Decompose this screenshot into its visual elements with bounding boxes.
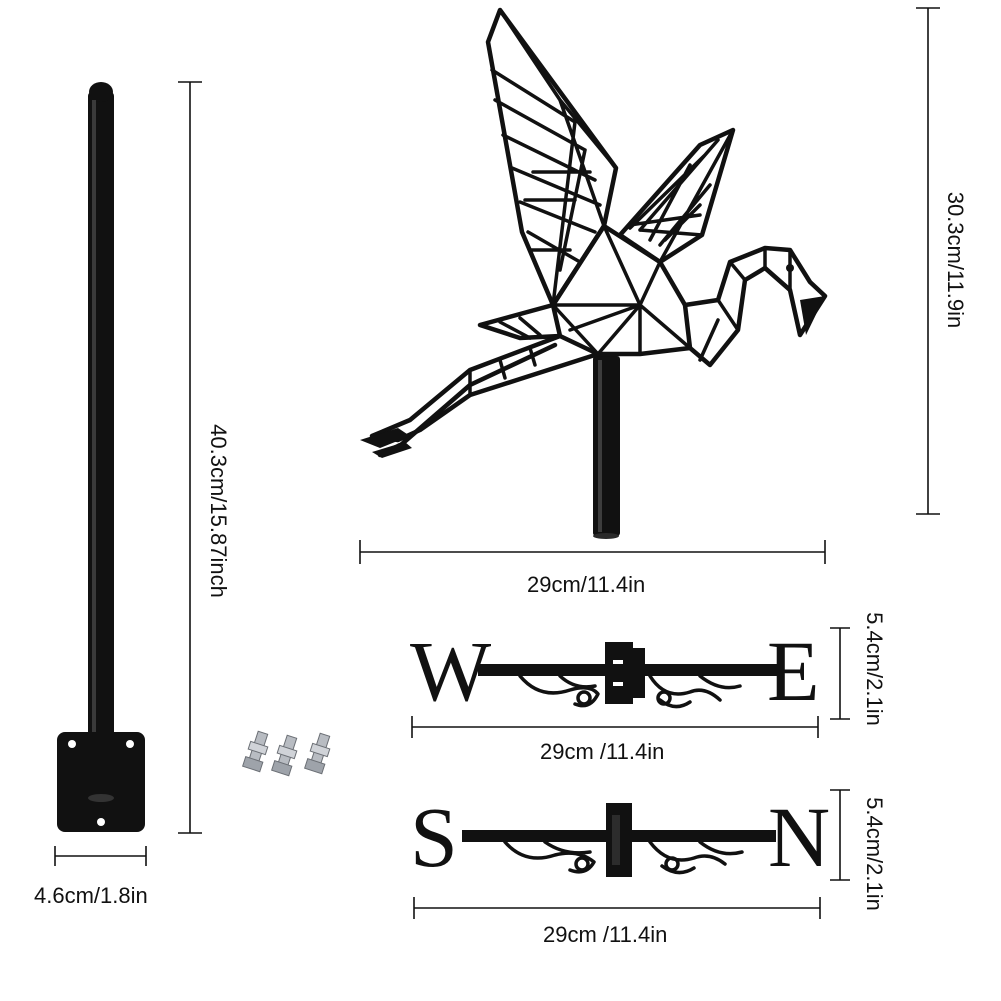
screw-2 [271,734,298,777]
sn-arm-width-dimension-line [413,897,821,919]
screw-set [242,730,331,777]
mounting-pole [57,82,145,832]
base-width-label: 4.6cm/1.8in [34,883,148,908]
sn-arm-height-dimension-line [830,789,850,881]
screw-3 [304,732,331,775]
we-arm-width-label: 29cm /11.4in [540,739,665,764]
sn-arm-width-label: 29cm /11.4in [543,922,668,947]
sn-direction-arm: S N [410,789,830,885]
we-arm-width-dimension-line [411,716,819,738]
north-letter: N [768,789,830,885]
flamingo-height-label: 30.3cm/11.9in [943,191,968,329]
flamingo-vane [360,7,828,539]
pole-height-label: 40.3cm/15.87inch [206,424,231,598]
flamingo-width-dimension-line [359,540,826,564]
screw-1 [242,730,269,773]
south-letter: S [410,789,458,885]
base-width-dimension-line [54,846,147,866]
we-arm-height-dimension-line [830,627,850,720]
flamingo-height-dimension-line [916,7,940,515]
sn-arm-height-label: 5.4cm/2.1in [862,797,887,911]
we-direction-arm: W E [410,623,820,719]
we-arm-height-label: 5.4cm/2.1in [862,612,887,726]
vane-tube [593,356,620,536]
flamingo-width-label: 29cm/11.4in [527,572,646,597]
west-letter: W [410,623,491,719]
pole-height-dimension-line [178,81,202,834]
